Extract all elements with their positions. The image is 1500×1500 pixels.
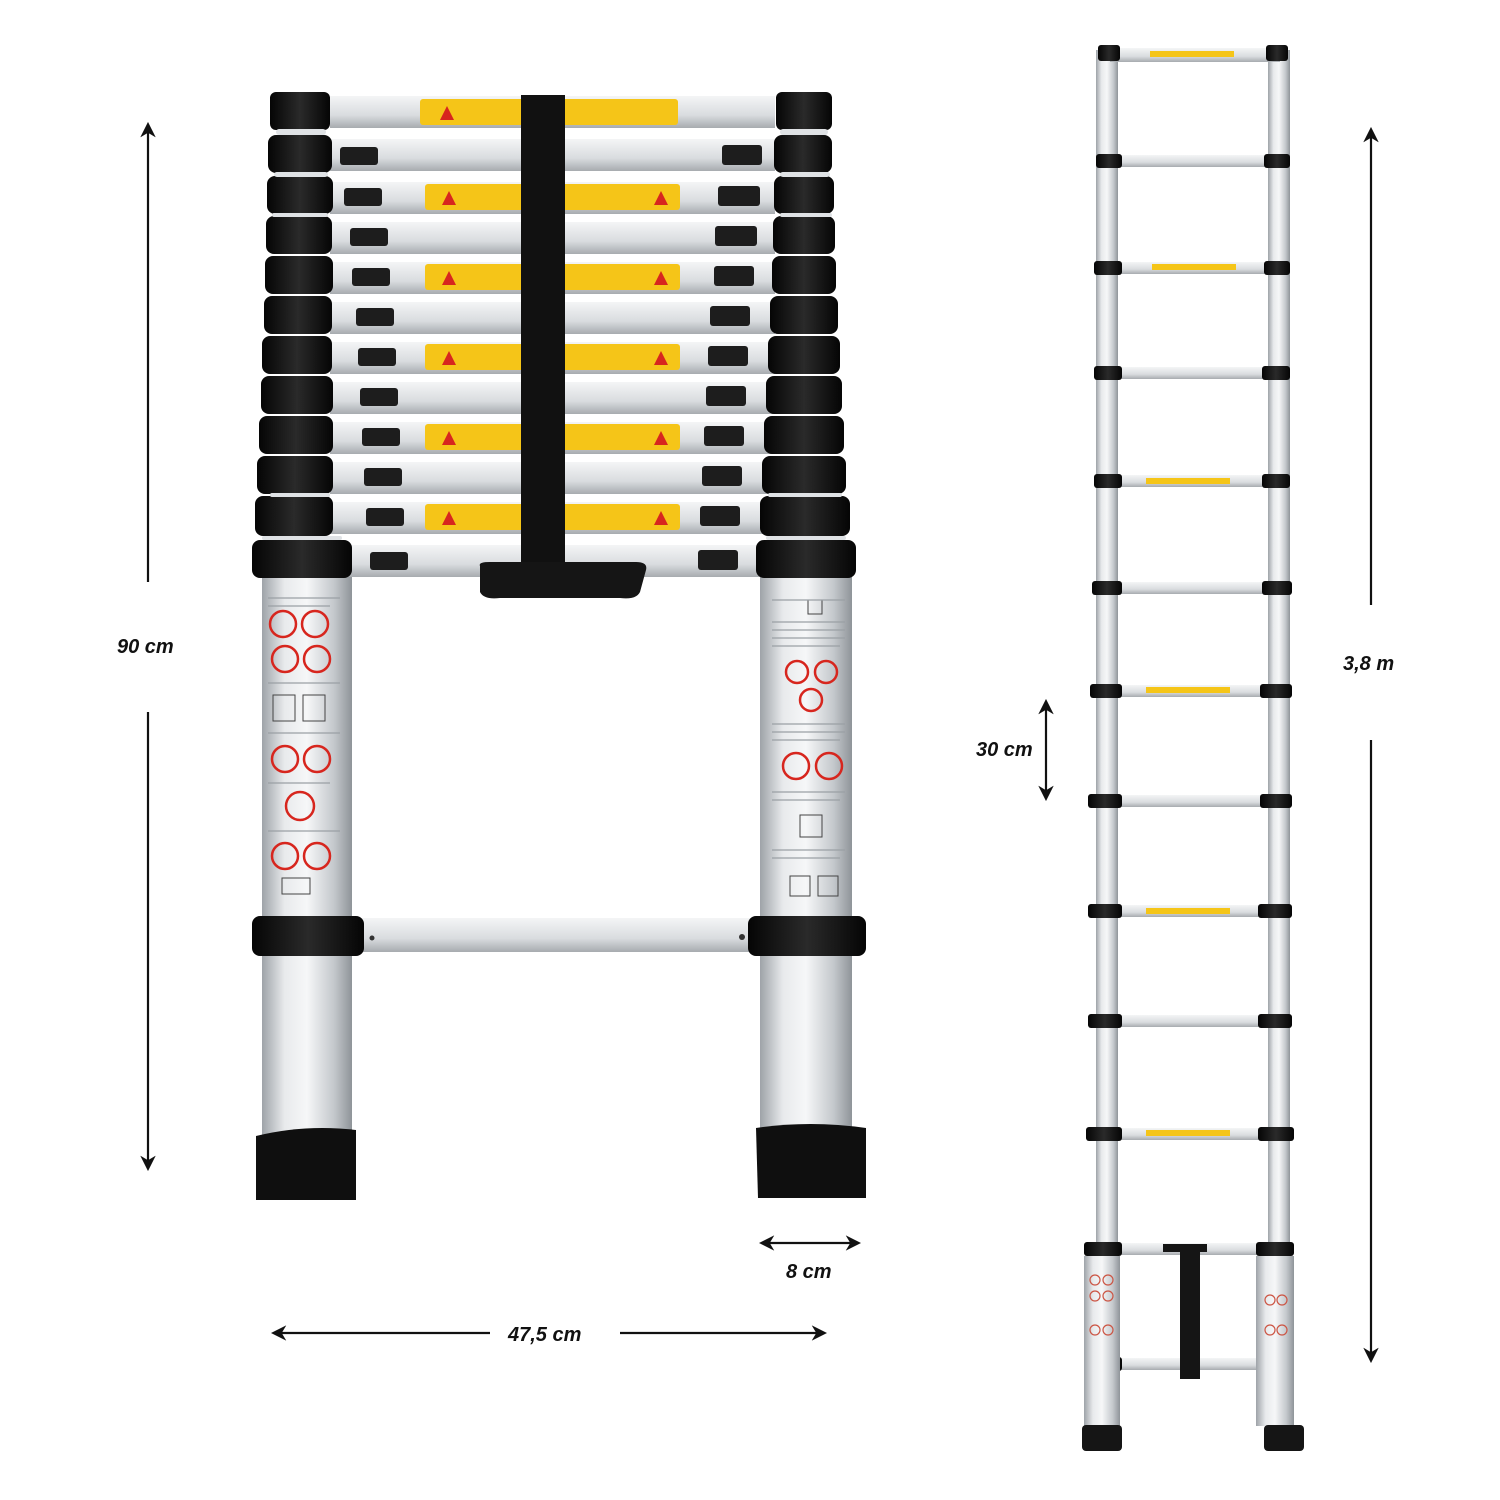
bottom-rung	[355, 918, 760, 952]
right-foot	[756, 1124, 866, 1198]
right-leg	[760, 560, 852, 1160]
extended-height-label: 3,8 m	[1343, 653, 1395, 675]
carry-strap	[521, 95, 565, 575]
safety-stickers	[268, 597, 845, 897]
left-leg	[262, 560, 352, 1160]
collapsed-ladder	[252, 92, 866, 1200]
tube-width-label: 8 cm	[786, 1261, 832, 1283]
rung-spacing-label: 30 cm	[976, 739, 1033, 761]
carry-handle	[479, 562, 647, 599]
dimension-arrows	[140, 121, 1379, 1364]
left-foot	[256, 1128, 356, 1200]
extended-ladder	[1082, 45, 1304, 1451]
extended-left-rail	[1096, 50, 1118, 1450]
collapsed-width-label: 47,5 cm	[508, 1324, 582, 1346]
extended-strap	[1180, 1244, 1200, 1379]
collapsed-height-label: 90 cm	[117, 636, 174, 658]
extended-right-rail	[1268, 50, 1290, 1450]
